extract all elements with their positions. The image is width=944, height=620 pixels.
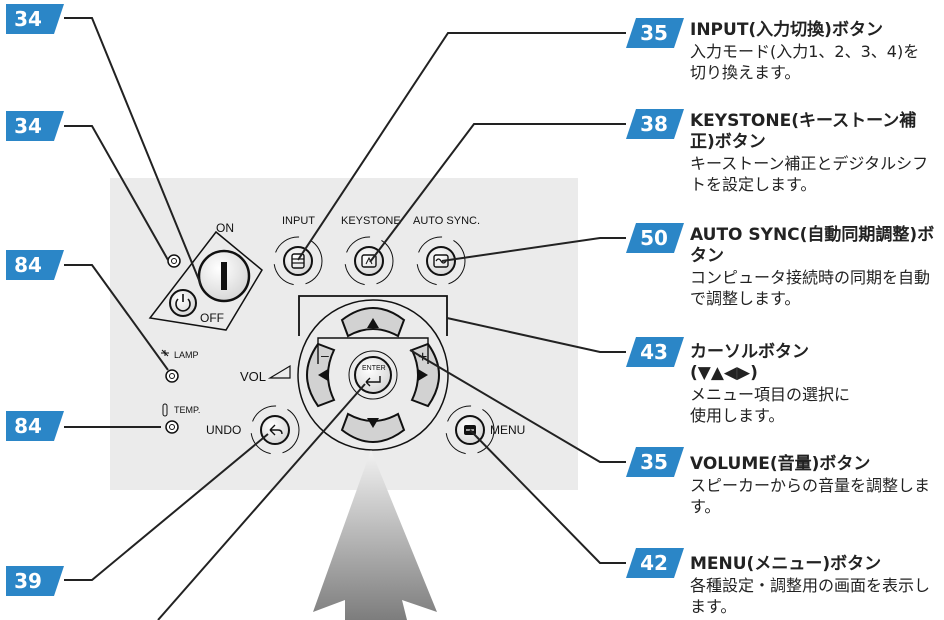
lamp-label: LAMP [174, 350, 199, 360]
callout-keystone-desc: キーストーン補正とデジタルシフトを設定します。 [690, 154, 929, 194]
badge-lamp-text: 84 [14, 253, 42, 277]
power-indicator [167, 254, 181, 268]
badge-cursor: 43 [626, 337, 684, 367]
badge-volume-text: 35 [640, 450, 668, 474]
power-on-button[interactable] [197, 249, 251, 303]
keystone-label: KEYSTONE [341, 215, 401, 227]
callout-keystone: KEYSTONE(キーストーン補正)ボタン キーストーン補正とデジタルシフトを設… [690, 111, 940, 195]
callout-input-title: INPUT(入力切換)ボタン [690, 20, 883, 40]
badge-menu: 42 [626, 548, 684, 578]
badge-undo: 39 [6, 566, 64, 596]
badge-temp-text: 84 [14, 414, 42, 438]
direction-arrow [313, 450, 437, 620]
power-group-outline [148, 230, 263, 331]
badge-lamp: 84 [6, 250, 64, 280]
badge-keystone: 38 [626, 109, 684, 139]
leader-lines [64, 17, 626, 620]
enter-button[interactable] [348, 350, 398, 400]
cursor-down-button[interactable] [340, 412, 406, 443]
callout-auto-sync-desc: コンピュータ接続時の同期を自動で調整します。 [690, 268, 931, 308]
callout-menu: MENU(メニュー)ボタン 各種設定・調整用の画面を表示します。 [690, 554, 935, 617]
badge-temp: 84 [6, 411, 64, 441]
callout-menu-title: MENU(メニュー)ボタン [690, 554, 882, 574]
badge-menu-text: 42 [640, 551, 668, 575]
badge-undo-text: 39 [14, 569, 42, 593]
callout-cursor-desc: メニュー項目の選択に使用します。 [690, 385, 851, 425]
auto-sync-label: AUTO SYNC. [413, 215, 480, 227]
callout-menu-desc: 各種設定・調整用の画面を表示します。 [690, 576, 931, 616]
thermometer-icon [162, 403, 168, 417]
off-label: OFF [200, 311, 224, 325]
input-button[interactable] [273, 236, 323, 286]
vol-minus-label: – [321, 347, 329, 363]
auto-sync-button[interactable] [416, 236, 466, 286]
badge-input-text: 35 [640, 21, 668, 45]
cursor-up-button[interactable] [340, 307, 406, 338]
cursor-right-button[interactable] [410, 342, 440, 408]
on-label: ON [216, 221, 234, 235]
callout-input-desc: 入力モード(入力1、2、3、4)を切り換えます。 [690, 42, 920, 82]
temp-label: TEMP. [174, 405, 200, 415]
callout-keystone-title: KEYSTONE(キーストーン補正)ボタン [690, 111, 917, 152]
lamp-icon [161, 349, 169, 357]
badge-auto-sync-text: 50 [640, 226, 668, 250]
callout-input: INPUT(入力切換)ボタン 入力モード(入力1、2、3、4)を切り換えます。 [690, 20, 930, 83]
lamp-indicator [165, 369, 179, 383]
callout-volume-title: VOLUME(音量)ボタン [690, 454, 871, 474]
temp-indicator [165, 420, 179, 434]
enter-label: ENTER [362, 365, 386, 372]
badge-cursor-text: 43 [640, 340, 668, 364]
cursor-pad [297, 299, 449, 451]
callout-auto-sync: AUTO SYNC(自動同期調整)ボタン コンピュータ接続時の同期を自動で調整し… [690, 225, 935, 309]
undo-button[interactable] [250, 405, 300, 455]
callout-cursor: カーソルボタン(▼▲◀▶) メニュー項目の選択に使用します。 [690, 342, 850, 426]
callout-auto-sync-title: AUTO SYNC(自動同期調整)ボタン [690, 225, 935, 266]
badge-power-on: 34 [6, 4, 64, 34]
badge-standby-text: 34 [14, 114, 42, 138]
badge-volume: 35 [626, 447, 684, 477]
standby-button[interactable] [169, 289, 197, 317]
badge-keystone-text: 38 [640, 112, 668, 136]
cursor-bracket [298, 295, 448, 336]
menu-label: MENU [490, 423, 525, 437]
input-label: INPUT [282, 215, 315, 227]
callout-volume-desc: スピーカーからの音量を調整します。 [690, 476, 931, 516]
vol-label: VOL [240, 369, 266, 384]
undo-label: UNDO [206, 423, 241, 437]
volume-wedge-icon [267, 364, 291, 379]
callout-cursor-title: カーソルボタン(▼▲◀▶) [690, 342, 809, 383]
cursor-left-button[interactable] [306, 342, 336, 408]
badge-power-on-text: 34 [14, 7, 42, 31]
badge-standby: 34 [6, 111, 64, 141]
badge-input: 35 [626, 18, 684, 48]
badge-auto-sync: 50 [626, 223, 684, 253]
callout-volume: VOLUME(音量)ボタン スピーカーからの音量を調整します。 [690, 454, 935, 517]
volume-bracket [317, 337, 429, 364]
panel-background [110, 178, 578, 490]
